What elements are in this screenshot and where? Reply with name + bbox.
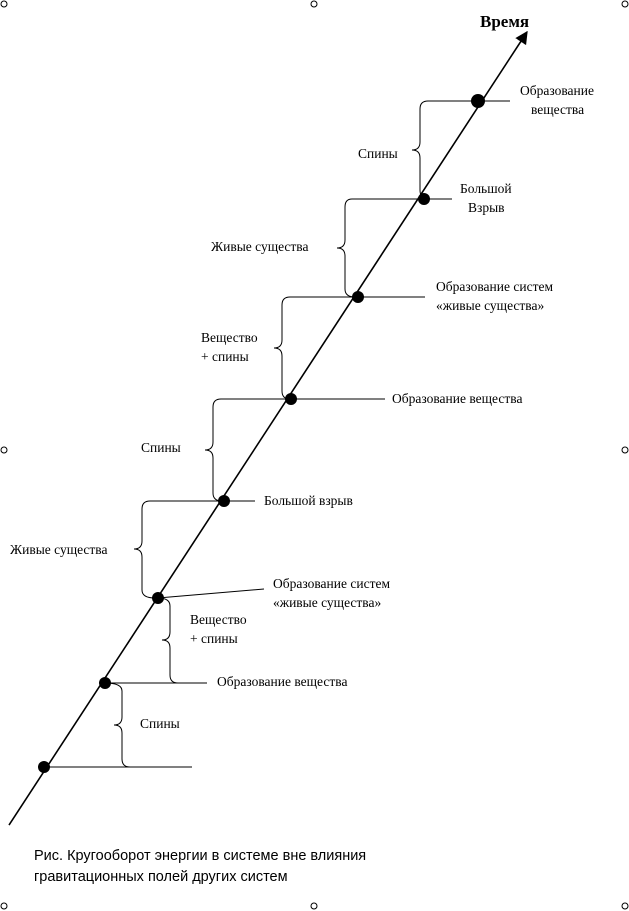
label-living-lower: Живые существа [10,542,108,557]
label-living-upper: Живые существа [211,239,309,254]
label-line: Живые существа [211,239,309,254]
label-formation-lower: Образование вещества [217,674,347,689]
event-point-big-bang-lower [218,495,230,507]
brace-living-upper [336,198,424,298]
event-point-formation-top [471,94,485,108]
label-big-bang-lower: Большой взрыв [264,493,353,508]
event-lines [44,100,510,768]
event-labels: Образование вещества Большой Взрыв Образ… [217,83,597,689]
handle-middle-left [0,446,8,454]
time-axis [8,30,528,826]
brace-spins-bottom [104,682,131,768]
handle-bottom-center [310,902,318,910]
event-points [38,94,485,773]
handle-bottom-left [0,902,8,910]
label-matter-spins-lower: Вещество + спины [190,612,250,646]
label-line: Спины [358,146,398,161]
caption-line-2: гравитационных полей других систем [34,869,288,885]
caption-line-1: Рис. Кругооборот энергии в системе вне в… [34,848,367,864]
label-line: Вещество [201,330,258,345]
label-spins-middle: Спины [141,440,181,455]
label-line: вещества [531,102,584,117]
handle-middle-right [621,446,629,454]
label-line: Образование [520,83,594,98]
label-line: Взрыв [468,200,505,215]
event-point-big-bang-top [418,193,430,205]
brace-matter-spins-lower [157,597,179,684]
label-line: «живые существа» [436,298,544,313]
event-point-formation-lower [99,677,111,689]
label-matter-spins-upper: Вещество + спины [201,330,261,364]
label-spins-bottom: Спины [140,716,180,731]
phase-braces [104,100,478,768]
label-line: Большой взрыв [264,493,353,508]
label-line: + спины [201,349,249,364]
event-point-base [38,761,50,773]
label-big-bang-top: Большой Взрыв [460,181,515,215]
label-line: Образование систем [436,279,553,294]
label-line: Спины [140,716,180,731]
brace-spins-middle [204,398,291,502]
event-point-formation-upper [285,393,297,405]
brace-living-lower [133,500,224,599]
axis-label: Время [480,12,529,31]
label-line: «живые существа» [273,595,381,610]
phase-labels: Спины Живые существа Вещество + спины Сп… [10,146,398,731]
label-spins-top: Спины [358,146,398,161]
label-formation-upper: Образование вещества [392,391,522,406]
label-line: Живые существа [10,542,108,557]
label-line: Вещество [190,612,247,627]
label-line: Спины [141,440,181,455]
label-line: Образование вещества [217,674,347,689]
event-point-systems-lower [152,592,164,604]
label-line: Образование систем [273,576,390,591]
label-line: Образование вещества [392,391,522,406]
event-point-systems-upper [352,291,364,303]
label-formation-top: Образование вещества [520,83,597,117]
brace-matter-spins-upper [273,296,358,400]
handle-top-left [0,0,8,8]
label-systems-upper: Образование систем «живые существа» [436,279,556,313]
figure-caption: Рис. Кругооборот энергии в системе вне в… [34,846,594,888]
event-line-systems-lower [157,588,265,599]
label-systems-lower: Образование систем «живые существа» [273,576,393,610]
handle-bottom-right [621,902,629,910]
handle-top-right [621,0,629,8]
label-line: Большой [460,181,512,196]
brace-spins-top [411,100,478,200]
label-line: + спины [190,631,238,646]
handle-top-center [310,0,318,8]
